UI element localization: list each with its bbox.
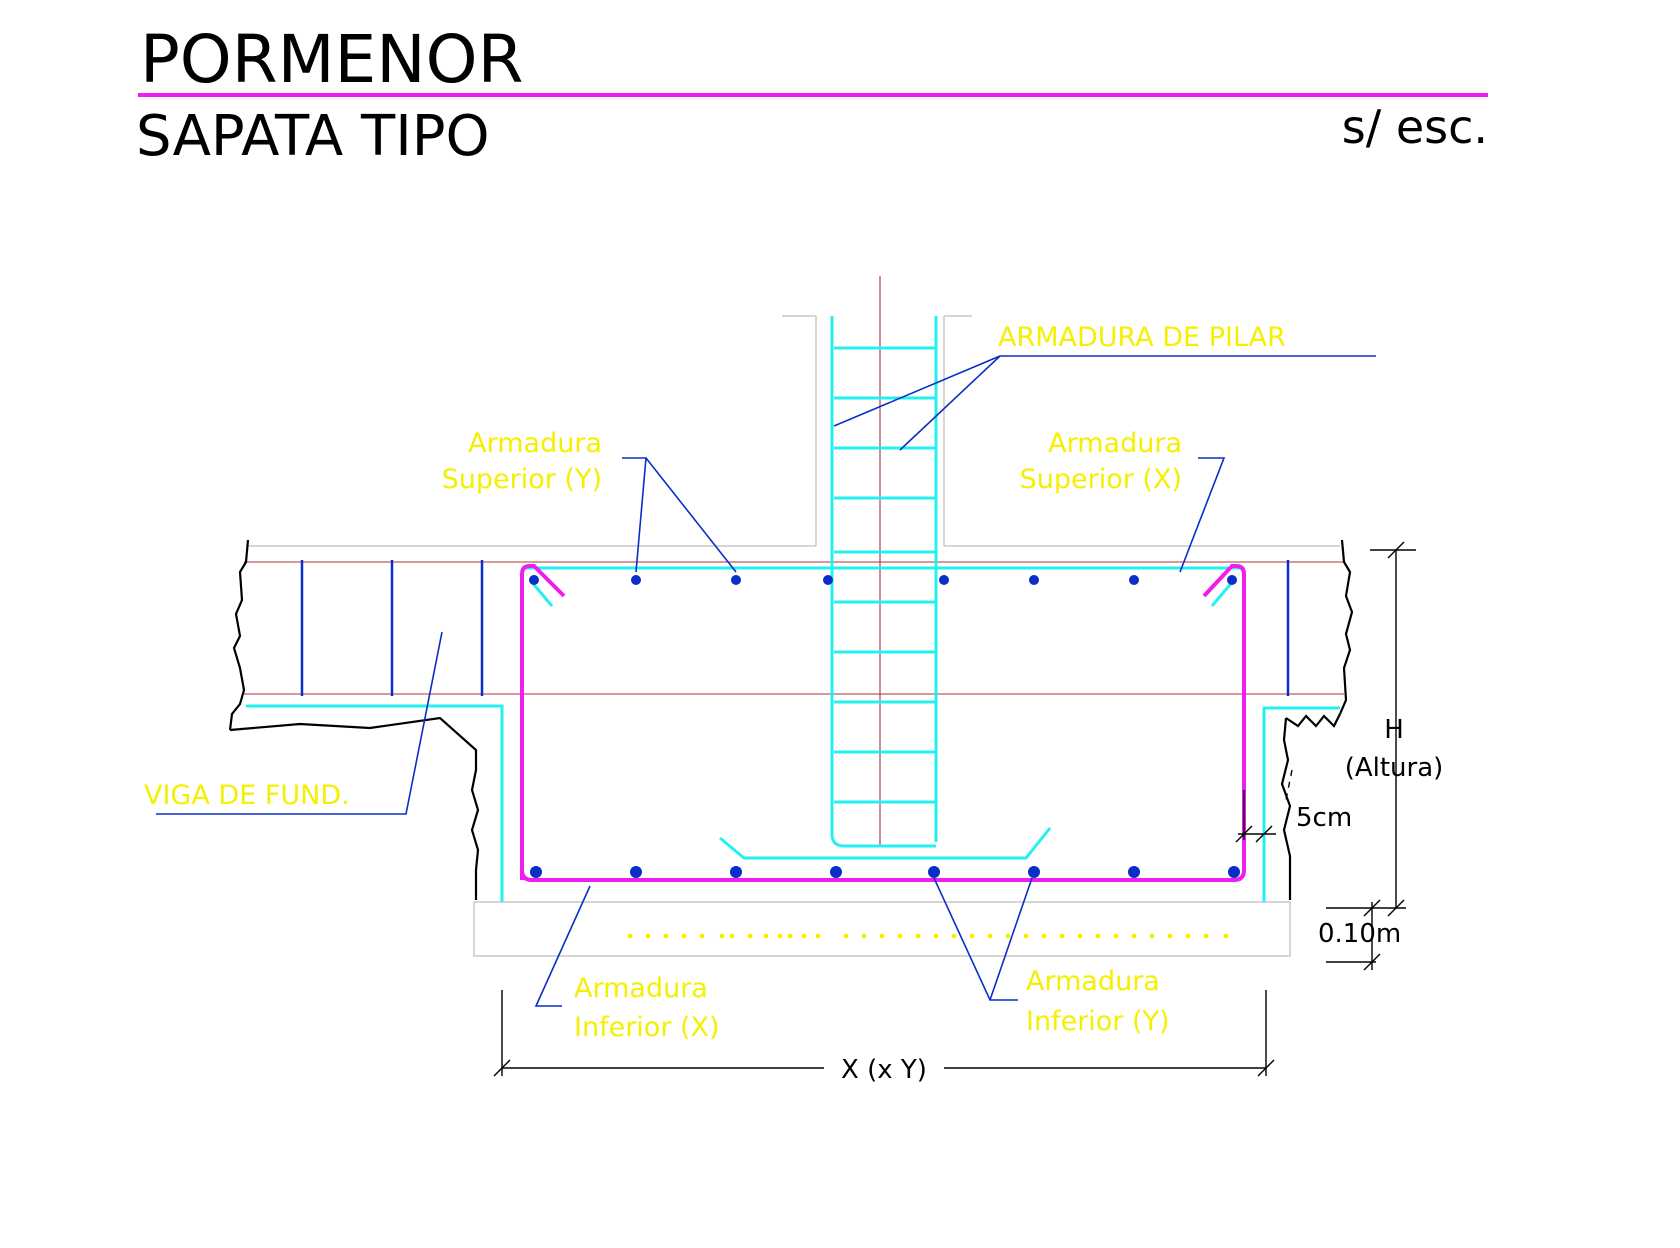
dim-cover: 5cm (1296, 803, 1352, 833)
dim-height-line1: H (1384, 715, 1404, 745)
dim-height-line2: (Altura) (1345, 753, 1444, 783)
label-bottom-x-line1: Armadura (574, 973, 708, 1004)
label-top-x-line2: Superior (X) (1020, 464, 1182, 495)
leader-lines (156, 355, 1376, 1007)
drawing-subtitle: SAPATA TIPO (136, 104, 490, 169)
break-lines (228, 539, 1354, 900)
dim-lean-concrete: 0.10m (1318, 919, 1401, 949)
reference-lines (244, 276, 1344, 846)
bottom-bars (530, 866, 1240, 878)
label-top-x-line1: Armadura (1048, 428, 1182, 459)
dim-width: X (x Y) (841, 1055, 927, 1085)
dimension-lines (493, 541, 1416, 1077)
pillar-rebar-cage (719, 316, 1052, 860)
top-bars (529, 575, 1237, 585)
ground-beam-ties (300, 560, 1290, 696)
footing-top-rebar (524, 566, 1240, 607)
lean-concrete-layer (473, 901, 1291, 957)
label-top-y-line2: Superior (Y) (442, 464, 602, 495)
footing-stirrup (520, 564, 1246, 882)
label-ground-beam: VIGA DE FUND. (144, 780, 350, 811)
drawing-title: PORMENOR (140, 21, 523, 98)
ground-beam-rebar (246, 704, 1340, 902)
label-bottom-x-line2: Inferior (X) (574, 1012, 720, 1043)
label-top-y-line1: Armadura (468, 428, 602, 459)
lean-concrete-dots (627, 933, 1229, 939)
scale-note: s/ esc. (1342, 100, 1488, 154)
concrete-outline (246, 315, 1340, 957)
label-bottom-y-line1: Armadura (1026, 966, 1160, 997)
label-bottom-y-line2: Inferior (Y) (1026, 1006, 1170, 1037)
label-pillar-rebar: ARMADURA DE PILAR (998, 322, 1286, 353)
